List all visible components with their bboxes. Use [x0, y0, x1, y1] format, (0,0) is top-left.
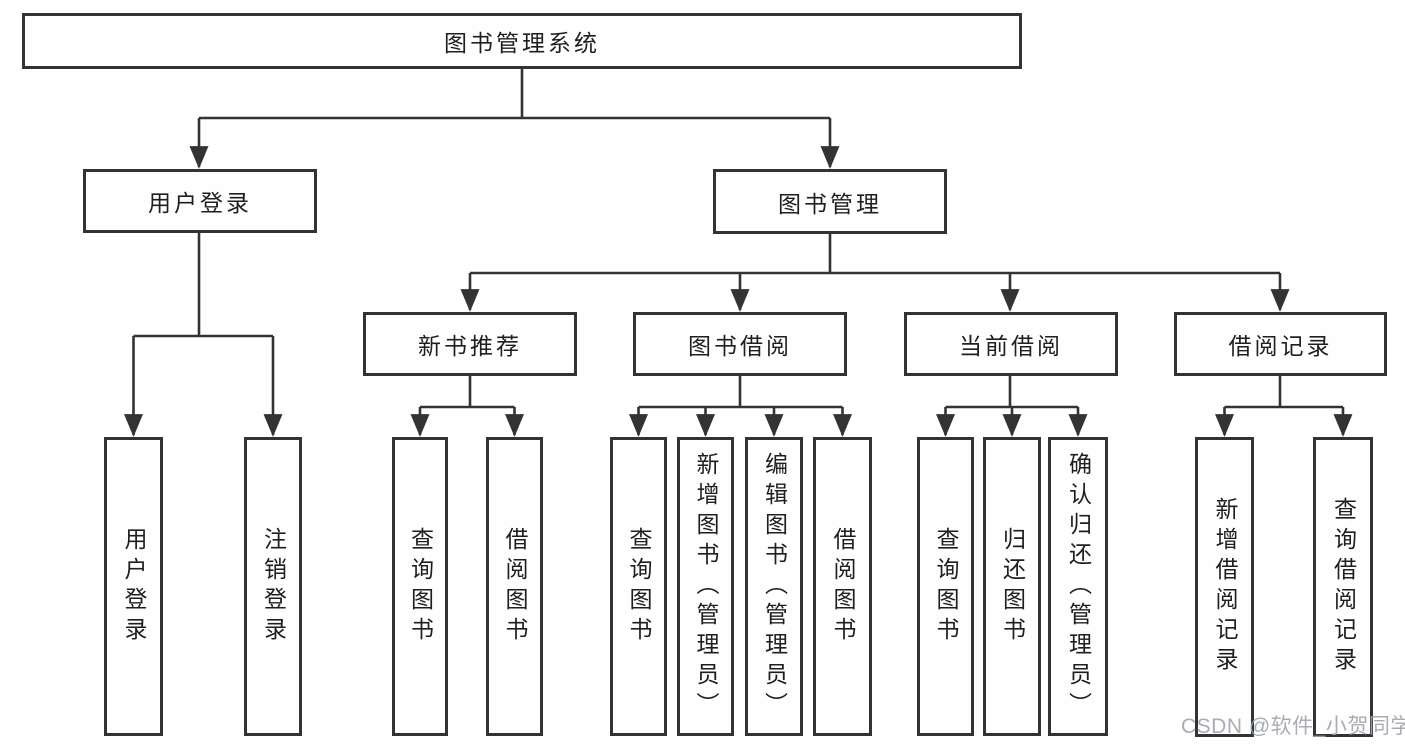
node-book-management: 图书管理	[713, 169, 947, 234]
node-leaf-add-books-admin: 新增图书（管理员）	[677, 437, 734, 736]
node-leaf-borrow-books-recommend: 借阅图书	[486, 437, 543, 736]
node-leaf-query-borrow-record: 查询借阅记录	[1313, 437, 1373, 737]
node-label: 借阅图书	[502, 526, 528, 647]
node-current-borrowing: 当前借阅	[904, 312, 1118, 376]
node-borrowing-records: 借阅记录	[1174, 312, 1387, 376]
node-label: 用户登录	[148, 190, 252, 216]
node-label: 新增图书（管理员）	[693, 451, 719, 722]
node-leaf-borrow-books: 借阅图书	[813, 437, 872, 736]
node-label: 借阅记录	[1228, 333, 1333, 359]
node-leaf-confirm-return-admin: 确认归还（管理员）	[1048, 437, 1108, 736]
node-label: 新书推荐	[418, 333, 522, 359]
node-label: 借阅图书	[830, 526, 856, 647]
node-user-login: 用户登录	[83, 169, 317, 233]
csdn-watermark: CSDN @软件_小贺同学	[1181, 715, 1405, 738]
node-new-book-recommendation: 新书推荐	[363, 312, 577, 376]
node-leaf-return-books: 归还图书	[983, 437, 1041, 736]
node-label: 查询图书	[626, 526, 652, 647]
node-label: 图书借阅	[688, 333, 792, 359]
node-label: 当前借阅	[959, 333, 1063, 359]
node-label: 查询图书	[407, 526, 434, 647]
node-library-management-system: 图书管理系统	[22, 13, 1022, 69]
node-label: 归还图书	[999, 526, 1026, 647]
node-label: 查询图书	[933, 526, 959, 647]
node-label: 查询借阅记录	[1330, 497, 1357, 677]
node-leaf-add-borrow-record: 新增借阅记录	[1195, 437, 1254, 737]
node-leaf-query-books-current: 查询图书	[917, 437, 974, 736]
node-leaf-query-books-recommend: 查询图书	[392, 437, 448, 736]
node-label: 图书管理	[778, 190, 882, 217]
node-label: 确认归还（管理员）	[1065, 451, 1092, 722]
node-label: 编辑图书（管理员）	[761, 451, 788, 722]
node-label: 图书管理系统	[444, 30, 600, 56]
node-label: 用户登录	[121, 526, 147, 647]
node-leaf-edit-books-admin: 编辑图书（管理员）	[745, 437, 803, 736]
node-leaf-query-books-borrow: 查询图书	[610, 437, 667, 736]
node-label: 新增借阅记录	[1212, 497, 1238, 677]
node-leaf-logout: 注销登录	[244, 437, 302, 736]
node-label: 注销登录	[260, 526, 287, 647]
node-leaf-user-login: 用户登录	[104, 437, 163, 736]
node-book-borrowing: 图书借阅	[633, 312, 847, 376]
